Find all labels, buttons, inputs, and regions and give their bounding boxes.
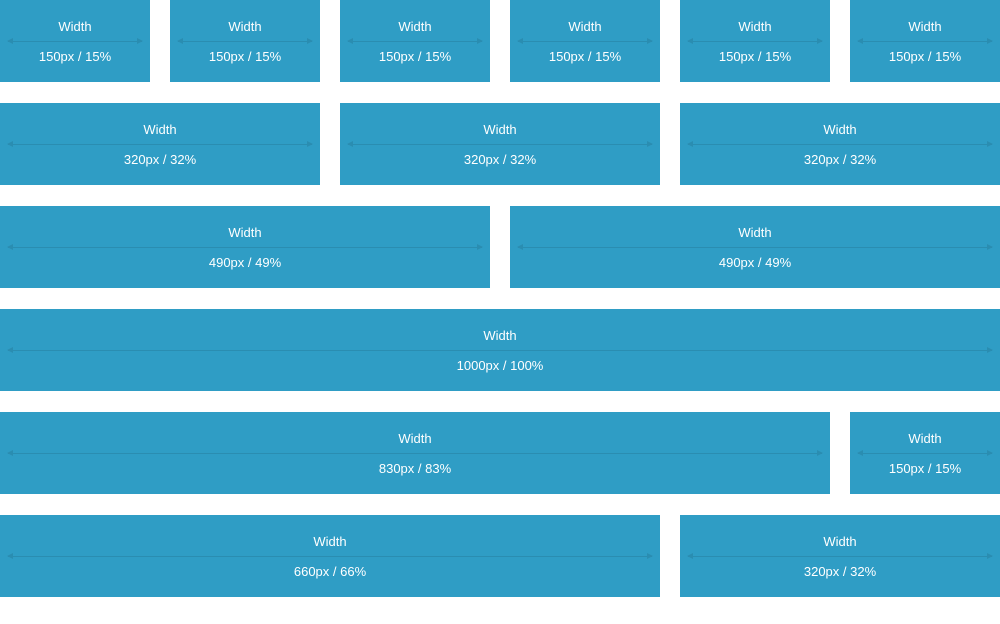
width-value: 490px / 49% bbox=[718, 254, 792, 270]
column-gap bbox=[830, 412, 850, 494]
width-value: 150px / 15% bbox=[718, 48, 792, 64]
width-value: 150px / 15% bbox=[548, 48, 622, 64]
width-box[interactable]: Width 320px / 32% bbox=[340, 103, 660, 185]
width-box[interactable]: Width 150px / 15% bbox=[850, 0, 1000, 82]
double-arrow-icon bbox=[857, 450, 993, 456]
width-title: Width bbox=[908, 18, 942, 34]
width-title: Width bbox=[228, 224, 262, 240]
width-row: Width 830px / 83% Width 150px / 15% bbox=[0, 412, 1000, 494]
width-value: 1000px / 100% bbox=[456, 357, 544, 373]
width-box[interactable]: Width 150px / 15% bbox=[680, 0, 830, 82]
column-gap bbox=[150, 0, 170, 82]
width-value: 320px / 32% bbox=[463, 151, 537, 167]
double-arrow-icon bbox=[687, 553, 993, 559]
width-title: Width bbox=[398, 430, 432, 446]
width-box[interactable]: Width 1000px / 100% bbox=[0, 309, 1000, 391]
column-gap bbox=[320, 0, 340, 82]
width-title: Width bbox=[738, 224, 772, 240]
width-row: Width 320px / 32% Width 320px / 32% Width 320… bbox=[0, 103, 1000, 185]
width-title: Width bbox=[58, 18, 92, 34]
column-gap bbox=[660, 103, 680, 185]
width-box[interactable]: Width 150px / 15% bbox=[0, 0, 150, 82]
width-value: 150px / 15% bbox=[888, 460, 962, 476]
width-title: Width bbox=[908, 430, 942, 446]
width-value: 150px / 15% bbox=[208, 48, 282, 64]
width-row: Width 1000px / 100% bbox=[0, 309, 1000, 391]
double-arrow-icon bbox=[7, 450, 823, 456]
width-box[interactable]: Width 320px / 32% bbox=[680, 103, 1000, 185]
width-title: Width bbox=[143, 121, 177, 137]
width-box[interactable]: Width 150px / 15% bbox=[340, 0, 490, 82]
width-row: Width 490px / 49% Width 490px / 49% bbox=[0, 206, 1000, 288]
width-title: Width bbox=[313, 533, 347, 549]
width-title: Width bbox=[483, 121, 517, 137]
width-value: 150px / 15% bbox=[38, 48, 112, 64]
column-gap bbox=[490, 206, 510, 288]
double-arrow-icon bbox=[7, 38, 143, 44]
column-gap bbox=[660, 515, 680, 597]
width-value: 660px / 66% bbox=[293, 563, 367, 579]
width-box[interactable]: Width 150px / 15% bbox=[850, 412, 1000, 494]
width-box[interactable]: Width 150px / 15% bbox=[510, 0, 660, 82]
width-value: 830px / 83% bbox=[378, 460, 452, 476]
double-arrow-icon bbox=[347, 38, 483, 44]
double-arrow-icon bbox=[687, 141, 993, 147]
width-row: Width 150px / 15% Width 150px / 15% Width 150… bbox=[0, 0, 1000, 82]
width-box[interactable]: Width 490px / 49% bbox=[510, 206, 1000, 288]
double-arrow-icon bbox=[857, 38, 993, 44]
column-gap bbox=[490, 0, 510, 82]
width-title: Width bbox=[823, 533, 857, 549]
width-title: Width bbox=[738, 18, 772, 34]
width-value: 320px / 32% bbox=[803, 151, 877, 167]
double-arrow-icon bbox=[7, 553, 653, 559]
width-box[interactable]: Width 150px / 15% bbox=[170, 0, 320, 82]
width-title: Width bbox=[228, 18, 262, 34]
width-value: 150px / 15% bbox=[888, 48, 962, 64]
column-gap bbox=[660, 0, 680, 82]
double-arrow-icon bbox=[687, 38, 823, 44]
width-value: 150px / 15% bbox=[378, 48, 452, 64]
width-value: 490px / 49% bbox=[208, 254, 282, 270]
column-gap bbox=[830, 0, 850, 82]
width-box[interactable]: Width 660px / 66% bbox=[0, 515, 660, 597]
width-title: Width bbox=[568, 18, 602, 34]
width-title: Width bbox=[398, 18, 432, 34]
double-arrow-icon bbox=[517, 244, 993, 250]
double-arrow-icon bbox=[177, 38, 313, 44]
width-value: 320px / 32% bbox=[123, 151, 197, 167]
width-value: 320px / 32% bbox=[803, 563, 877, 579]
double-arrow-icon bbox=[7, 141, 313, 147]
double-arrow-icon bbox=[7, 244, 483, 250]
double-arrow-icon bbox=[517, 38, 653, 44]
width-box[interactable]: Width 830px / 83% bbox=[0, 412, 830, 494]
width-box[interactable]: Width 320px / 32% bbox=[680, 515, 1000, 597]
width-box[interactable]: Width 320px / 32% bbox=[0, 103, 320, 185]
column-gap bbox=[320, 103, 340, 185]
width-title: Width bbox=[823, 121, 857, 137]
double-arrow-icon bbox=[7, 347, 993, 353]
width-row: Width 660px / 66% Width 320px / 32% bbox=[0, 515, 1000, 597]
double-arrow-icon bbox=[347, 141, 653, 147]
width-title: Width bbox=[483, 327, 517, 343]
width-box[interactable]: Width 490px / 49% bbox=[0, 206, 490, 288]
